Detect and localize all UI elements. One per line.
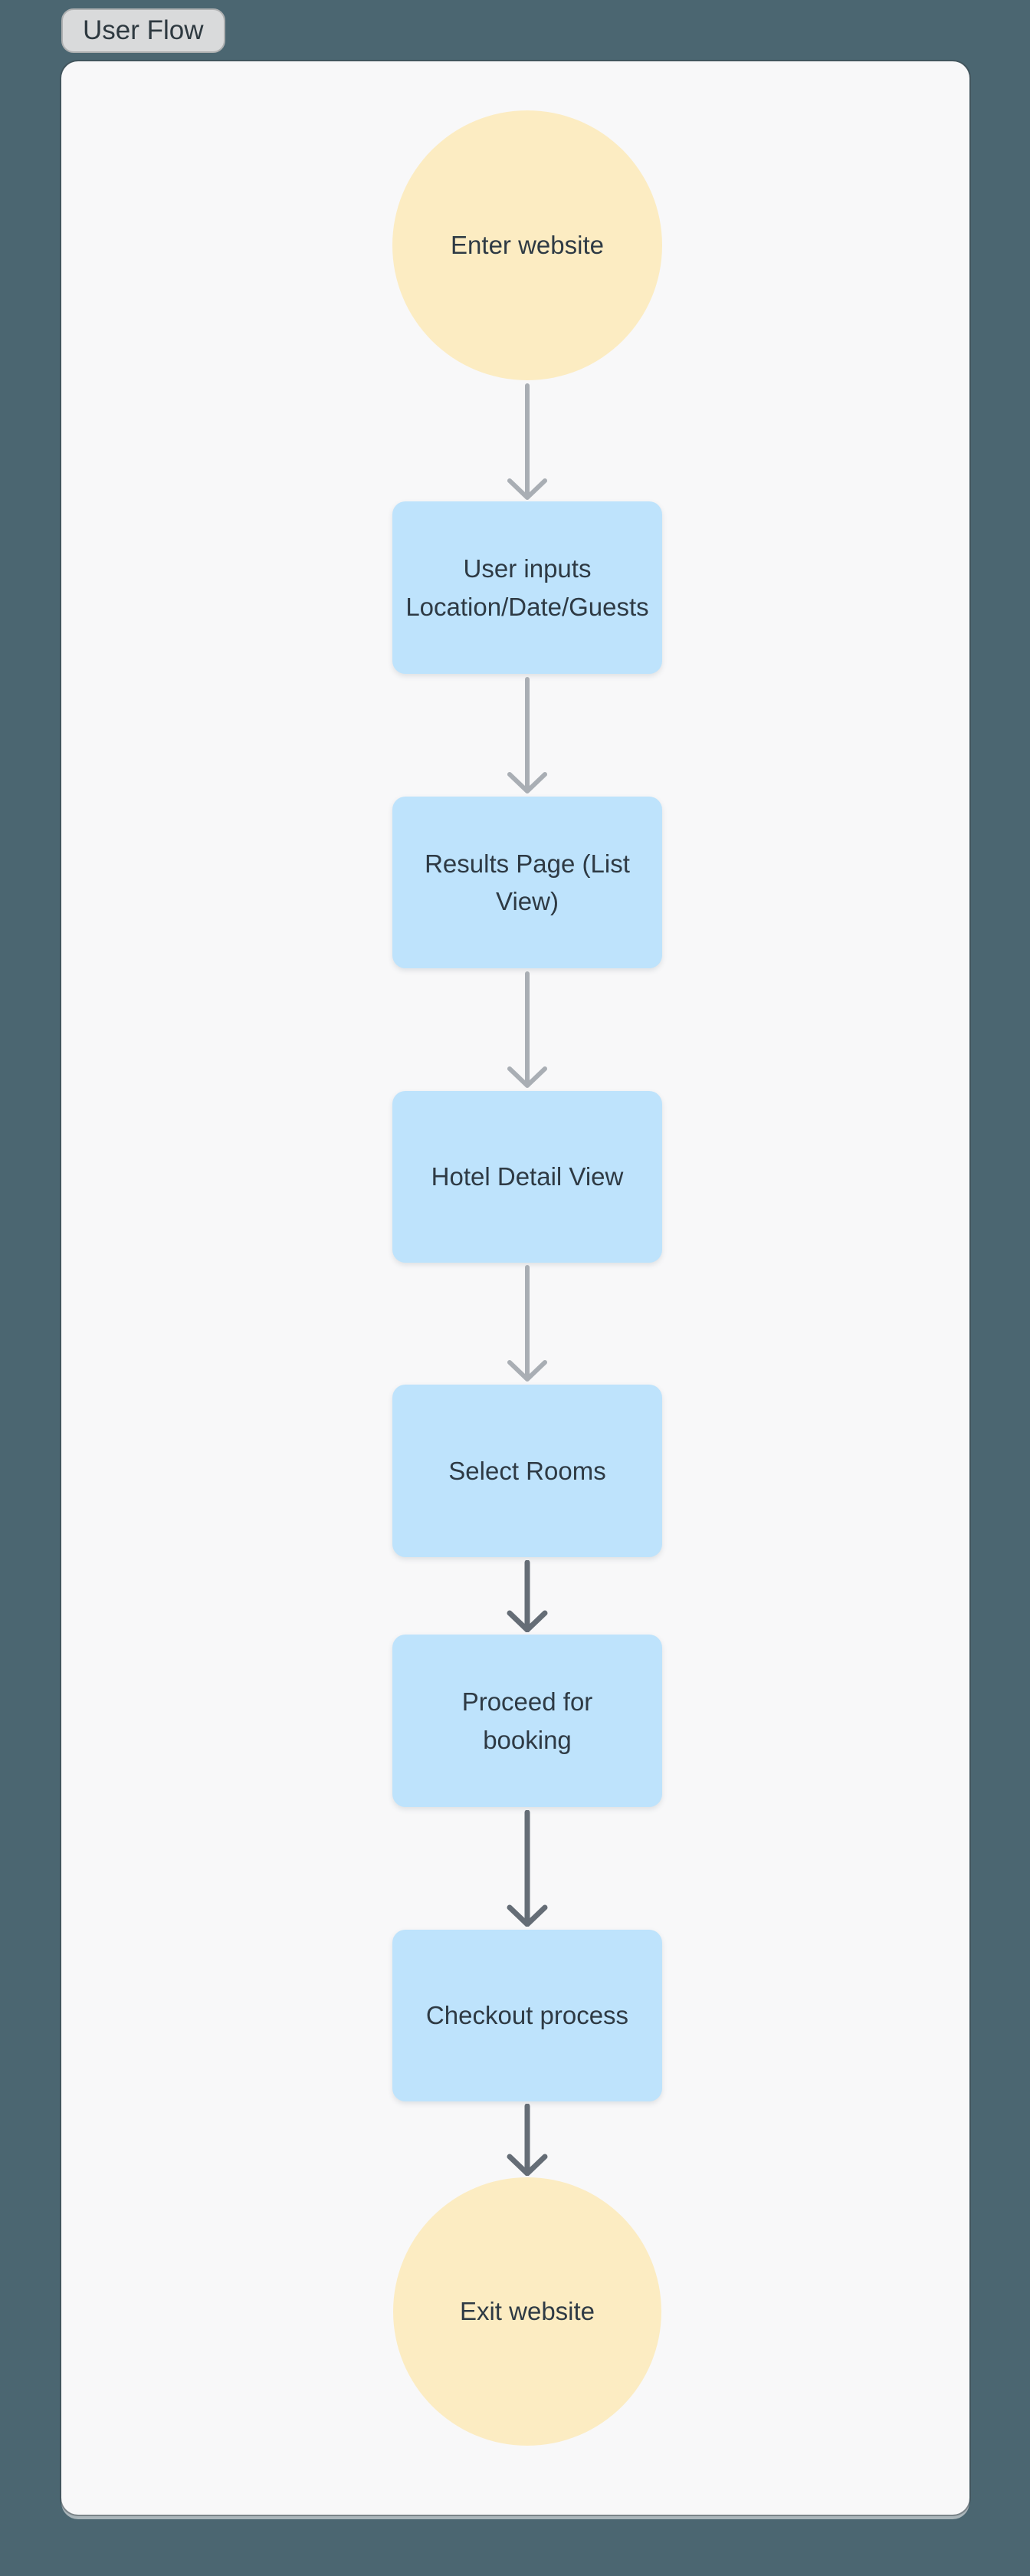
node-label: Proceed for booking [461,1687,593,1754]
node-label: Results Page (List View) [425,849,630,916]
arrow-detail-to-rooms[interactable] [503,1265,552,1382]
arrow-enter-to-inputs[interactable] [503,383,552,500]
frame-label-badge[interactable]: User Flow [61,8,225,53]
frame-label-text: User Flow [83,15,204,45]
flow-node-select-rooms[interactable]: Select Rooms [392,1385,662,1557]
flow-node-enter-website[interactable]: Enter website [392,110,662,380]
arrow-results-to-detail[interactable] [503,971,552,1088]
flow-node-exit-website[interactable]: Exit website [393,2177,661,2446]
arrow-checkout-to-exit[interactable] [503,2104,552,2176]
flow-node-results-page[interactable]: Results Page (List View) [392,797,662,968]
arrow-booking-to-checkout[interactable] [503,1810,552,1927]
flow-node-user-inputs[interactable]: User inputs Location/Date/Guests [392,501,662,674]
node-label: Exit website [459,2297,595,2326]
node-label: Checkout process [425,2001,629,2030]
node-label: Select Rooms [448,1456,606,1485]
flow-node-hotel-detail[interactable]: Hotel Detail View [392,1091,662,1263]
arrow-inputs-to-results[interactable] [503,677,552,794]
flow-node-proceed-booking[interactable]: Proceed for booking [392,1635,662,1807]
arrow-rooms-to-booking[interactable] [503,1560,552,1632]
diagram-frame: Enter website User inputs Location/Date/… [61,61,969,2515]
node-label: User inputs Location/Date/Guests [405,554,649,621]
node-label: Hotel Detail View [431,1162,624,1191]
node-label: Enter website [451,231,604,260]
flow-node-checkout[interactable]: Checkout process [392,1930,662,2101]
